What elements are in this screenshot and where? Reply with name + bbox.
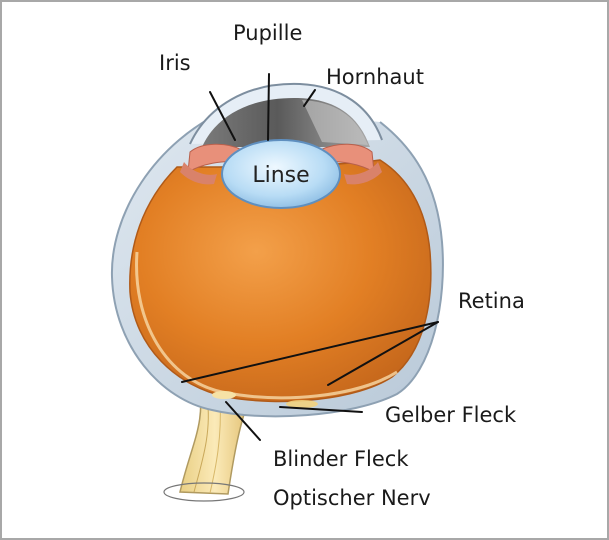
label-gelber-fleck: Gelber Fleck xyxy=(385,403,517,427)
label-linse: Linse xyxy=(252,163,309,188)
blind-spot xyxy=(212,391,236,399)
label-retina: Retina xyxy=(458,289,525,313)
label-iris: Iris xyxy=(159,51,191,75)
label-hornhaut: Hornhaut xyxy=(326,65,424,89)
leader-pupille xyxy=(268,74,269,140)
label-pupille: Pupille xyxy=(233,21,302,45)
label-blinder-fleck: Blinder Fleck xyxy=(273,447,409,471)
label-optischer-nerv: Optischer Nerv xyxy=(273,486,431,510)
